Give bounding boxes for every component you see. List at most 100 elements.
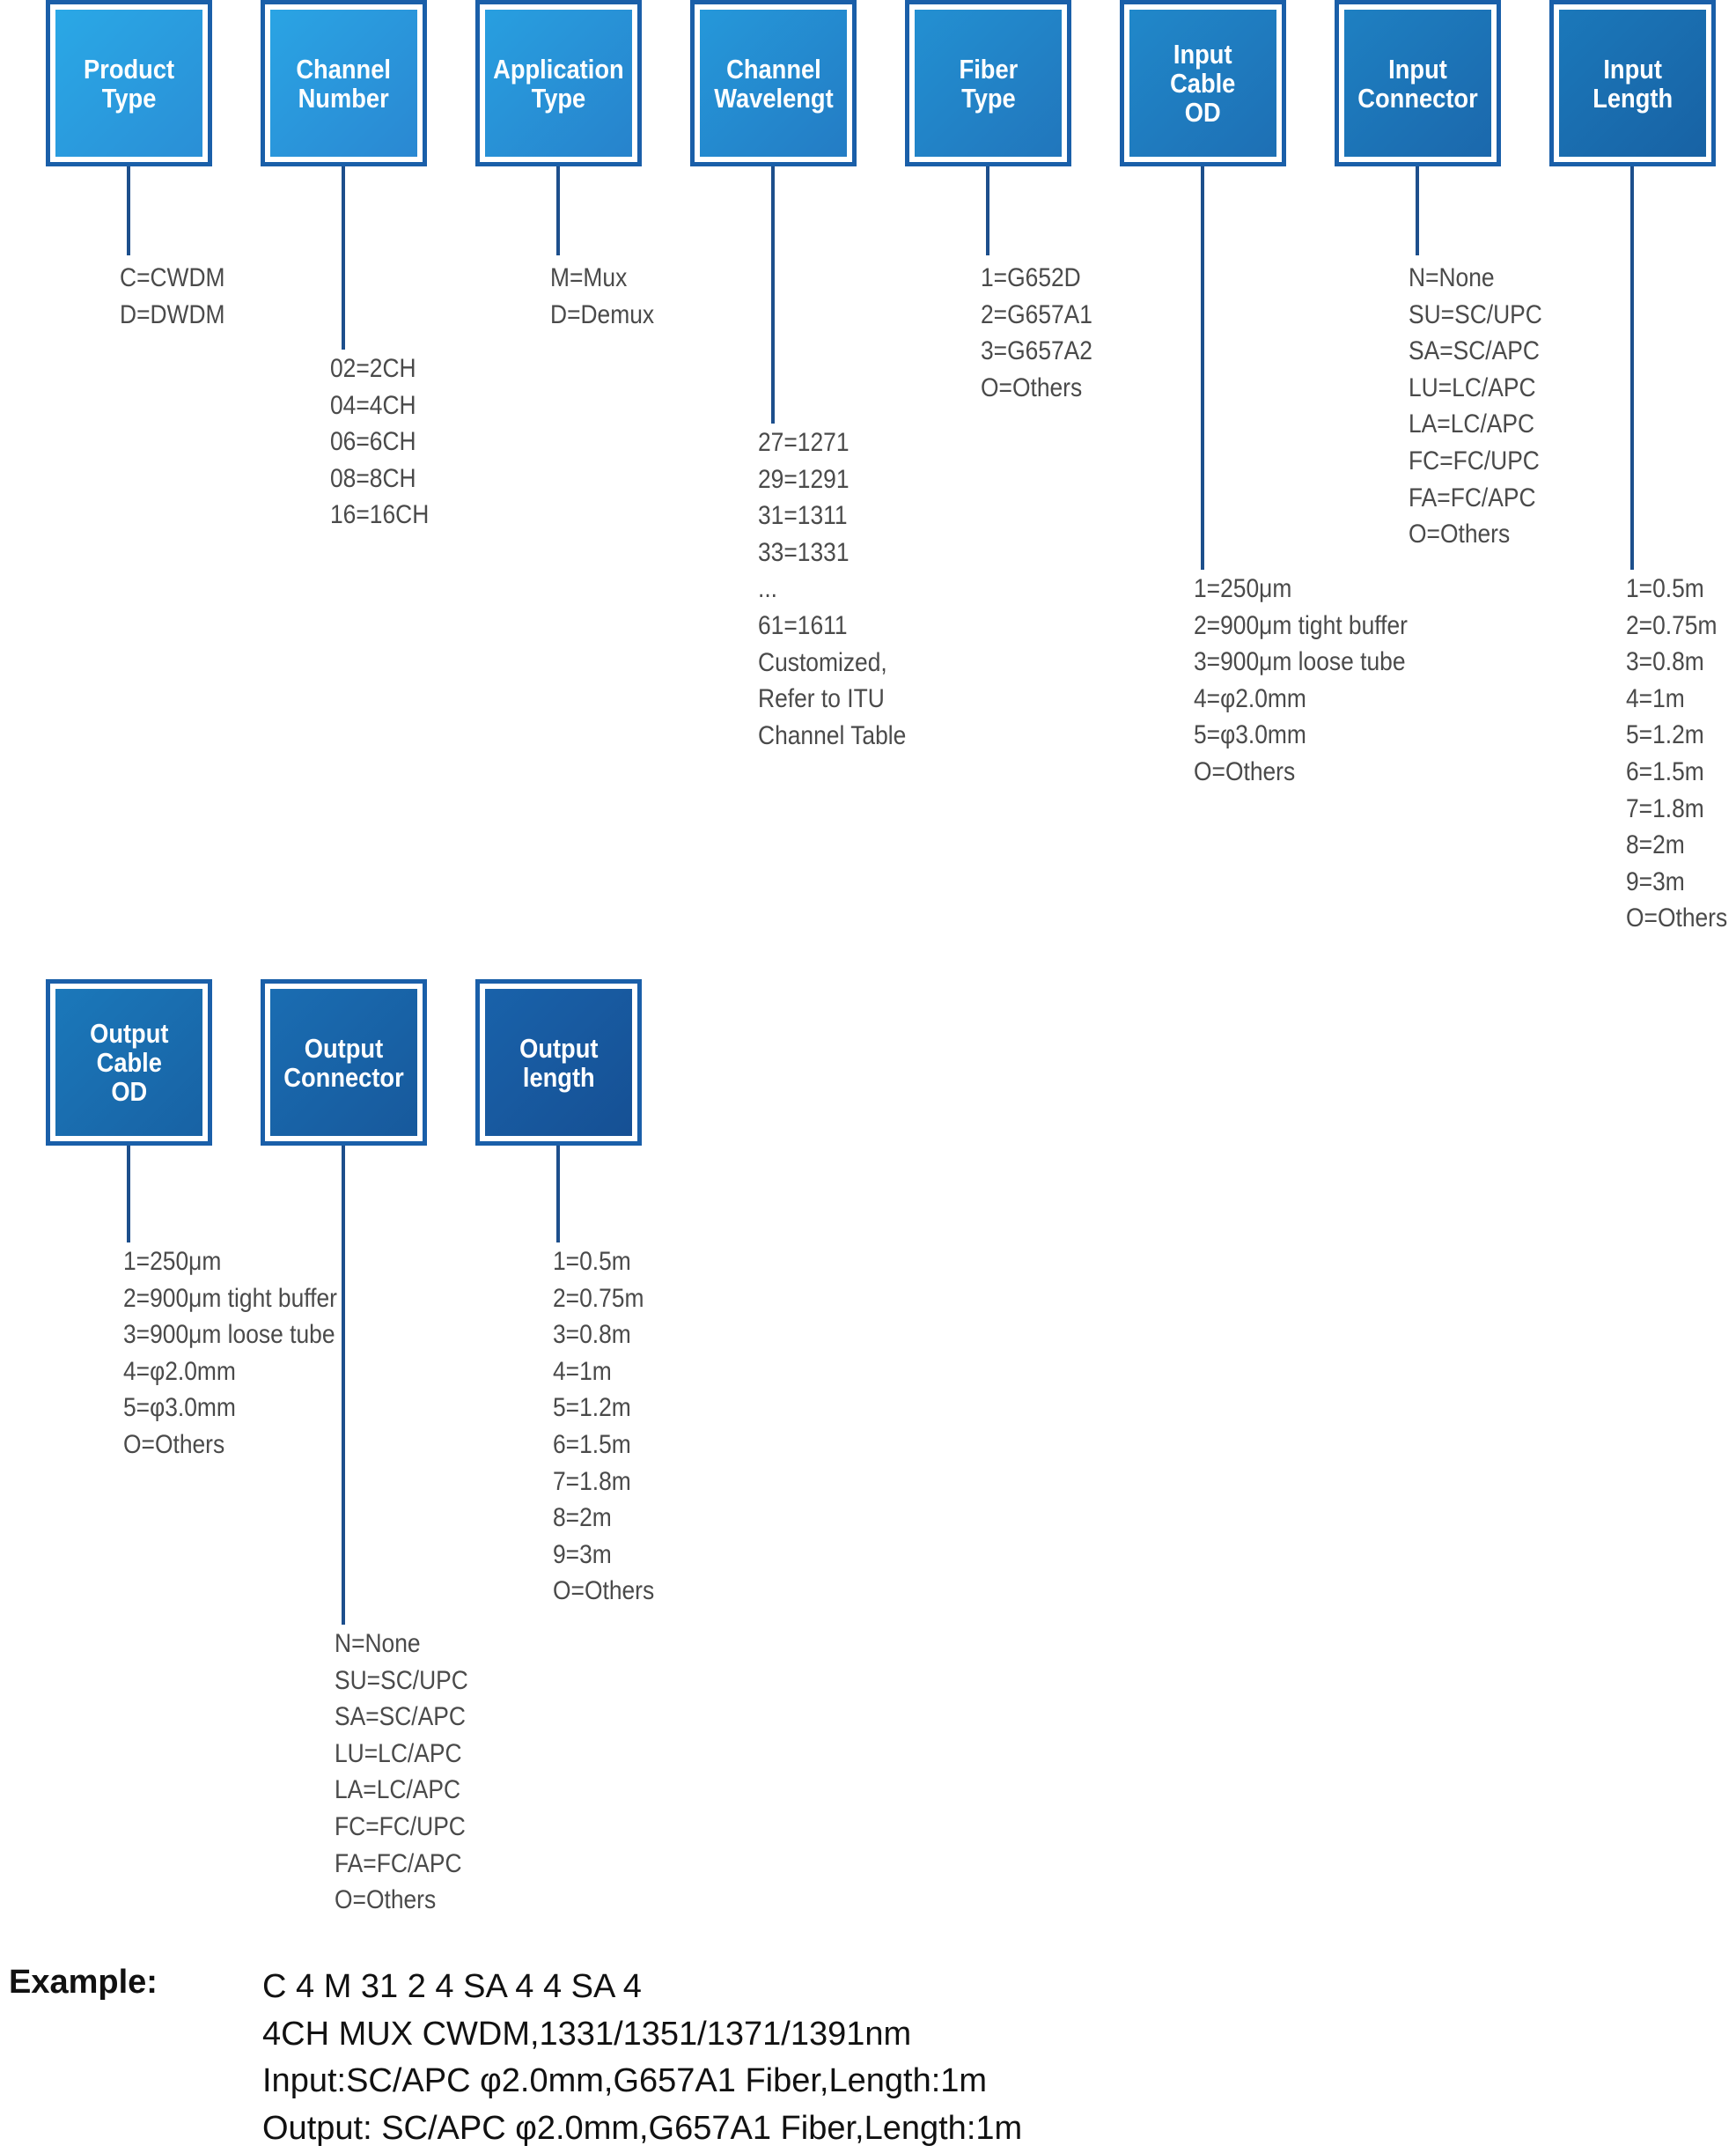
option-item: 3=900μm loose tube	[123, 1320, 335, 1350]
option-item: SA=SC/APC	[335, 1702, 466, 1732]
option-item: SA=SC/APC	[1409, 336, 1540, 366]
options-list-input-length: 1=0.5m 2=0.75m 3=0.8m 4=1m 5=1.2m 6=1.5m…	[1626, 571, 1727, 937]
option-item: 06=6CH	[330, 427, 416, 457]
connector-line-input-length	[1630, 166, 1634, 570]
field-box-fiber-type: Fiber Type	[905, 0, 1071, 166]
option-item: O=Others	[981, 372, 1083, 402]
connector-line-output-length	[556, 1146, 560, 1242]
field-box-product-type: Product Type	[46, 0, 212, 166]
example-code-line: C 4 M 31 2 4 SA 4 4 SA 4	[262, 1968, 642, 2005]
option-item: Refer to ITU	[758, 684, 885, 714]
option-item: ...	[758, 574, 778, 604]
example-summary-line: 4CH MUX CWDM,1331/1351/1371/1391nm	[262, 2015, 912, 2053]
option-item: 31=1311	[758, 501, 848, 531]
option-item: 2=900μm tight buffer	[123, 1283, 337, 1313]
field-box-output-connector: Output Connector	[261, 979, 427, 1146]
option-item: SU=SC/UPC	[335, 1665, 468, 1695]
field-box-channel-number: Channel Number	[261, 0, 427, 166]
option-item: Customized,	[758, 647, 887, 677]
option-item: 27=1271	[758, 428, 850, 457]
options-list-channel-wavelength: 27=1271 29=1291 31=1311 33=1331 ... 61=1…	[758, 424, 906, 754]
option-item: N=None	[335, 1629, 421, 1658]
connector-line-application-type	[556, 166, 560, 255]
option-item: 29=1291	[758, 464, 850, 494]
option-item: 5=φ3.0mm	[1194, 720, 1306, 750]
field-title-fiber-type: Fiber Type	[959, 53, 1018, 114]
option-item: 8=2m	[553, 1503, 612, 1533]
connector-line-output-connector	[342, 1146, 345, 1625]
example-output-line: Output: SC/APC φ2.0mm,G657A1 Fiber,Lengt…	[262, 2109, 1023, 2147]
field-title-channel-wavelength: Channel Wavelengt	[713, 53, 834, 114]
option-item: 3=G657A2	[981, 336, 1092, 366]
option-item: LA=LC/APC	[1409, 409, 1535, 439]
options-list-input-cable-od: 1=250μm 2=900μm tight buffer 3=900μm loo…	[1194, 571, 1408, 791]
field-box-output-cable-od: Output Cable OD	[46, 979, 212, 1146]
field-box-input-length: Input Length	[1549, 0, 1716, 166]
option-item: 7=1.8m	[1626, 793, 1704, 823]
options-list-product-type: C=CWDM D=DWDM	[120, 260, 225, 333]
option-item: D=DWDM	[120, 299, 225, 329]
field-box-fill: Input Length	[1559, 10, 1706, 157]
field-box-fill: Input Connector	[1344, 10, 1491, 157]
option-item: 1=0.5m	[553, 1247, 631, 1276]
connector-line-product-type	[127, 166, 130, 255]
options-list-fiber-type: 1=G652D 2=G657A1 3=G657A2 O=Others	[981, 260, 1092, 406]
field-box-input-cable-od: Input Cable OD	[1120, 0, 1286, 166]
field-box-fill: Fiber Type	[915, 10, 1062, 157]
field-box-application-type: Application Type	[475, 0, 642, 166]
connector-line-input-cable-od	[1201, 166, 1204, 570]
options-list-output-connector: N=None SU=SC/UPC SA=SC/APC LU=LC/APC LA=…	[335, 1626, 468, 1919]
field-title-input-cable-od: Input Cable OD	[1170, 39, 1236, 128]
option-item: 1=250μm	[123, 1247, 222, 1276]
option-item: D=Demux	[550, 299, 655, 329]
option-item: 02=2CH	[330, 354, 416, 383]
field-title-output-cable-od: Output Cable OD	[89, 1018, 169, 1107]
options-list-channel-number: 02=2CH 04=4CH 06=6CH 08=8CH 16=16CH	[330, 350, 429, 534]
option-item: 3=0.8m	[553, 1320, 631, 1350]
option-item: 08=8CH	[330, 463, 416, 493]
field-title-channel-number: Channel Number	[296, 53, 392, 114]
field-box-fill: Channel Number	[270, 10, 417, 157]
option-item: 4=φ2.0mm	[1194, 683, 1306, 713]
option-item: 2=900μm tight buffer	[1194, 610, 1408, 640]
option-item: 5=1.2m	[553, 1393, 631, 1423]
example-label: Example:	[9, 1964, 158, 2001]
option-item: 8=2m	[1626, 830, 1685, 860]
option-item: M=Mux	[550, 263, 628, 292]
option-item: FC=FC/UPC	[335, 1811, 466, 1841]
option-item: 1=250μm	[1194, 574, 1292, 603]
option-item: 2=0.75m	[553, 1283, 644, 1313]
option-item: 7=1.8m	[553, 1466, 631, 1496]
field-box-output-length: Output length	[475, 979, 642, 1146]
option-item: LA=LC/APC	[335, 1775, 461, 1805]
option-item: 04=4CH	[330, 390, 416, 420]
option-item: 2=G657A1	[981, 299, 1092, 329]
option-item: LU=LC/APC	[335, 1738, 462, 1768]
options-list-output-cable-od: 1=250μm 2=900μm tight buffer 3=900μm loo…	[123, 1243, 337, 1464]
field-title-output-connector: Output Connector	[283, 1032, 404, 1093]
option-item: O=Others	[1194, 756, 1296, 786]
option-item: 9=3m	[1626, 866, 1685, 896]
option-item: 1=G652D	[981, 263, 1081, 292]
field-box-fill: Output Cable OD	[55, 989, 202, 1136]
field-box-fill: Product Type	[55, 10, 202, 157]
option-item: O=Others	[1626, 903, 1728, 933]
option-item: 33=1331	[758, 537, 850, 567]
field-title-output-length: Output length	[519, 1032, 599, 1093]
connector-line-channel-wavelength	[771, 166, 775, 424]
option-item: 5=1.2m	[1626, 720, 1704, 750]
option-item: Channel Table	[758, 720, 907, 750]
field-title-application-type: Application Type	[493, 53, 624, 114]
option-item: LU=LC/APC	[1409, 372, 1536, 402]
example-description: C 4 M 31 2 4 SA 4 4 SA 4 4CH MUX CWDM,13…	[262, 1964, 1022, 2152]
field-title-input-connector: Input Connector	[1357, 53, 1478, 114]
field-box-fill: Input Cable OD	[1129, 10, 1276, 157]
option-item: 2=0.75m	[1626, 610, 1718, 640]
option-item: C=CWDM	[120, 263, 225, 292]
option-item: O=Others	[553, 1576, 655, 1606]
option-item: 3=0.8m	[1626, 647, 1704, 677]
option-item: 3=900μm loose tube	[1194, 647, 1406, 677]
field-box-channel-wavelength: Channel Wavelengt	[690, 0, 857, 166]
field-title-product-type: Product Type	[83, 53, 175, 114]
connector-line-output-cable-od	[127, 1146, 130, 1242]
